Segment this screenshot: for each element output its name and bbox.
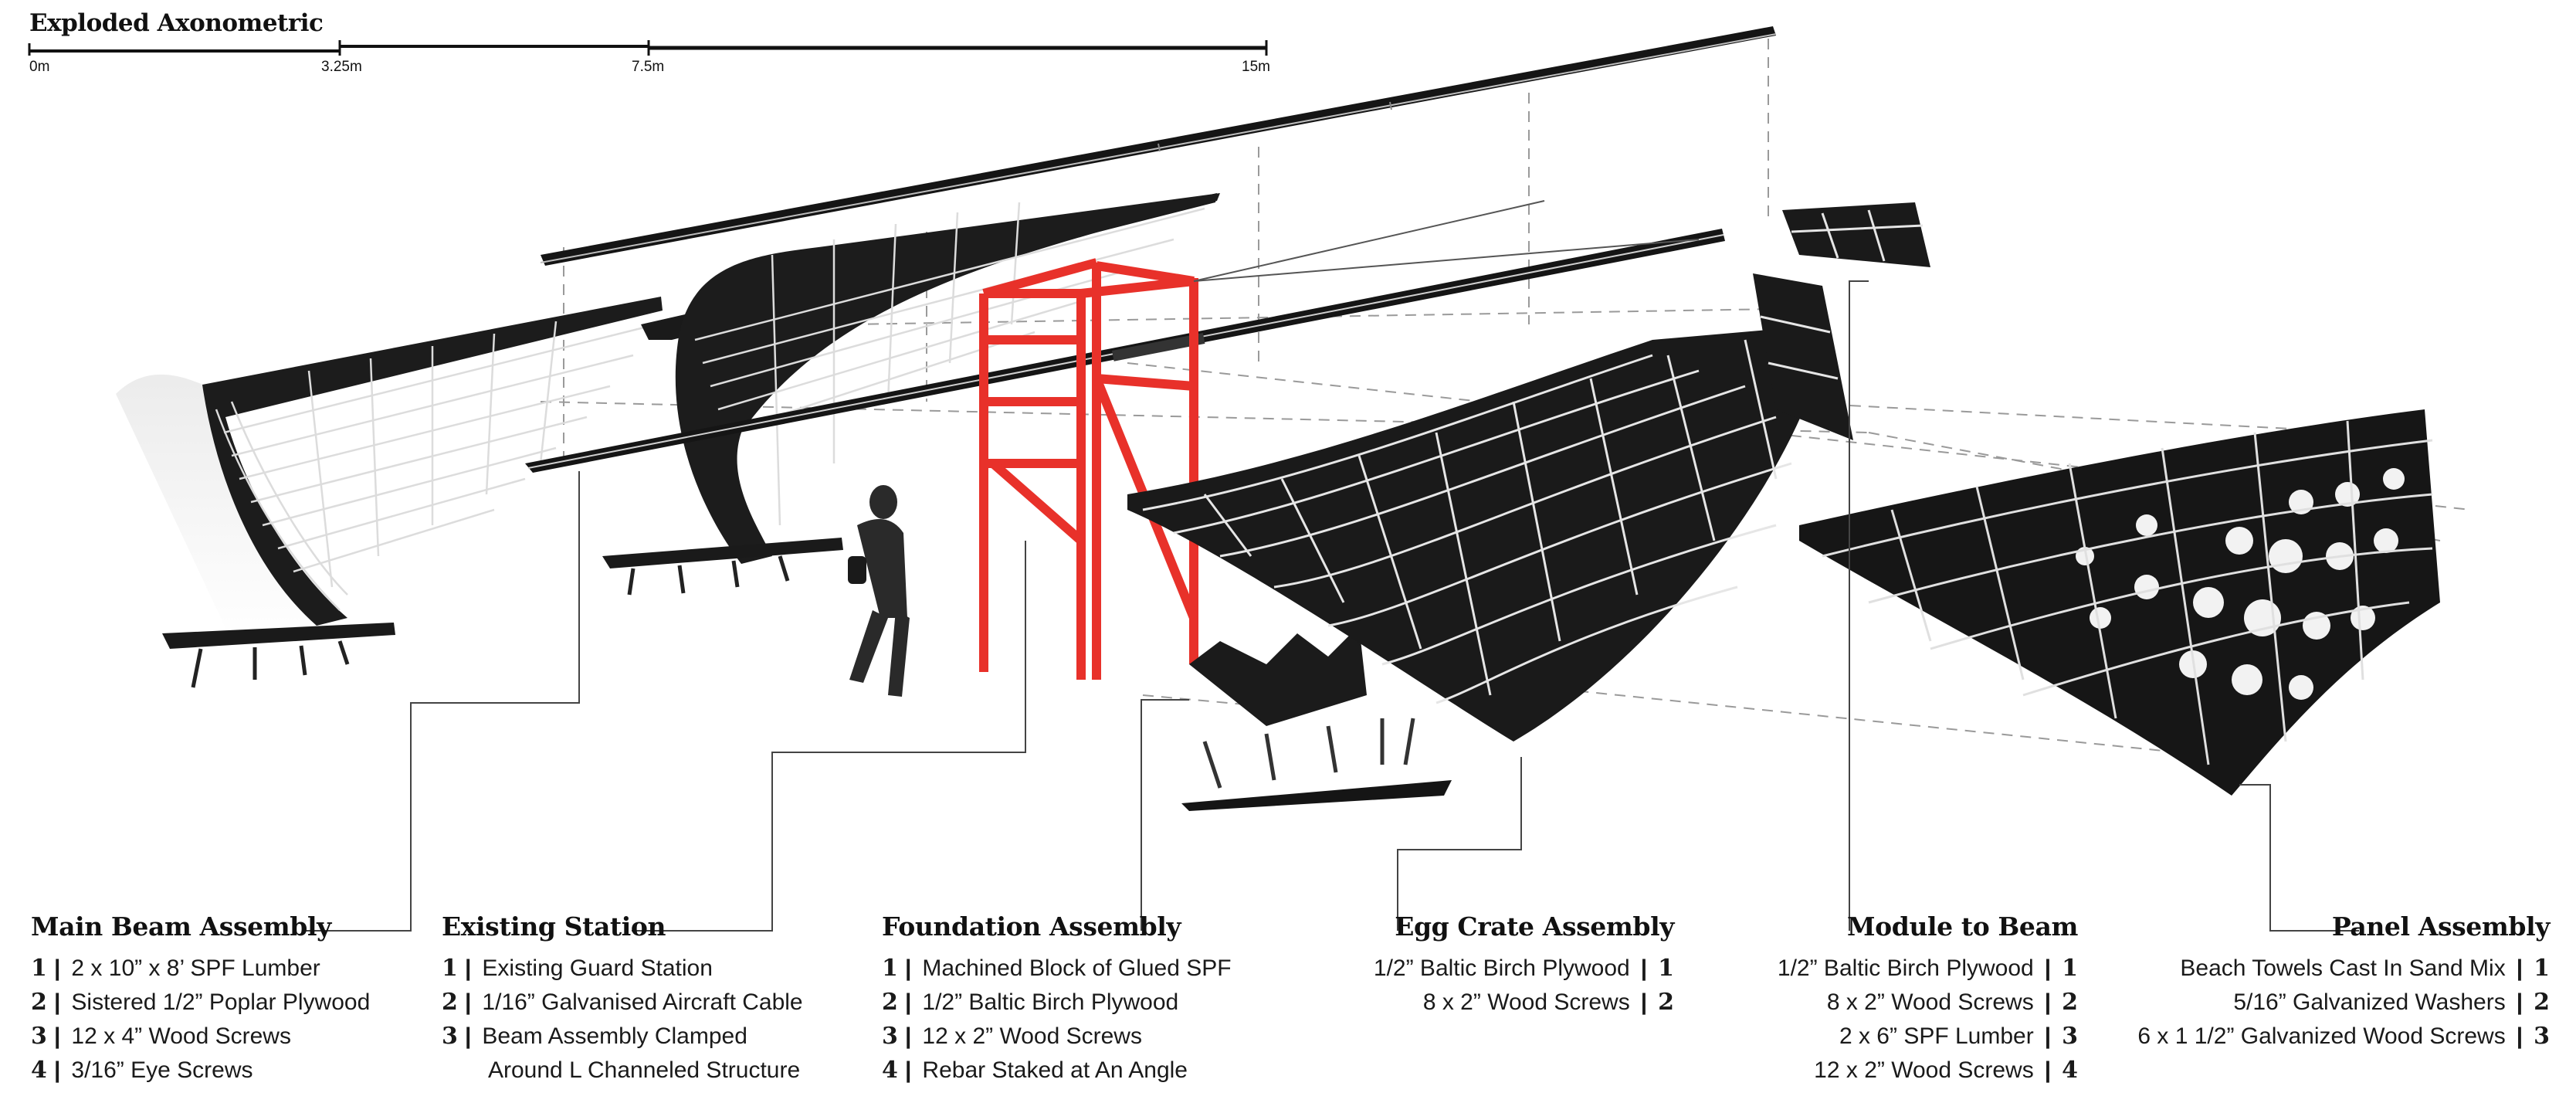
section-list-foundation: 1|Machined Block of Glued SPF 2|1/2” Bal… [882,952,1232,1088]
list-item: 6 x 1 1/2” Galvanized Wood Screws|3 [2137,1023,2550,1050]
main-beam-top [540,26,1777,266]
drawing-title: Exploded Axonometric [29,9,324,37]
list-item: 8 x 2” Wood Screws|2 [1826,989,2078,1016]
main-beam-assembly-left [116,297,663,688]
module-to-beam-assembly [1753,202,1930,440]
list-item: 1/2” Baltic Birch Plywood|1 [1777,955,2078,982]
section-list-main-beam: 1|2 x 10” x 8’ SPF Lumber 2|Sistered 1/2… [31,952,370,1088]
list-item: 1|Existing Guard Station [442,955,713,982]
section-list-egg-crate: 1/2” Baltic Birch Plywood|1 8 x 2” Wood … [1374,952,1674,1020]
list-item: 4|3/16” Eye Screws [31,1057,253,1084]
section-title-panel: Panel Assembly [2331,911,2551,942]
existing-station-structure [979,258,1198,680]
list-item: 2|1/2” Baltic Birch Plywood [882,989,1179,1016]
list-item: 2|1/16” Galvanised Aircraft Cable [442,989,803,1016]
list-item: 3|12 x 4” Wood Screws [31,1023,291,1050]
list-item: 8 x 2” Wood Screws|2 [1422,989,1674,1016]
list-item-continuation: Around L Channeled Structure [488,1057,801,1083]
list-item: Beach Towels Cast In Sand Mix|1 [2180,955,2550,982]
list-item: 1|Machined Block of Glued SPF [882,955,1232,982]
list-item: 2|Sistered 1/2” Poplar Plywood [31,989,371,1016]
list-item: 1|2 x 10” x 8’ SPF Lumber [31,955,320,982]
section-title-egg-crate: Egg Crate Assembly [1395,911,1674,942]
list-item: 12 x 2” Wood Screws|4 [1814,1057,2078,1084]
aircraft-cable [1193,200,1700,282]
list-item: 1/2” Baltic Birch Plywood|1 [1373,955,1674,982]
section-title-foundation: Foundation Assembly [882,911,1181,942]
section-title-module-to-beam: Module to Beam [1847,911,2078,942]
section-list-panel: Beach Towels Cast In Sand Mix|1 5/16” Ga… [2137,952,2550,1054]
human-scale-figure [848,485,910,697]
list-item: 3|12 x 2” Wood Screws [882,1023,1142,1050]
main-beam-lower [525,229,1725,473]
leader-lines [305,280,2359,932]
list-item: 3|Beam Assembly Clamped [442,1023,747,1050]
section-list-module-to-beam: 1/2” Baltic Birch Plywood|1 8 x 2” Wood … [1778,952,2078,1088]
scale-tick-0: 0m [29,59,50,75]
list-item: 2 x 6” SPF Lumber|3 [1839,1023,2078,1050]
section-title-main-beam: Main Beam Assembly [31,911,331,942]
scale-tick-1: 3.25m [321,59,362,75]
list-item: 5/16” Galvanized Washers|2 [2233,989,2550,1016]
section-title-existing-station: Existing Station [442,911,666,942]
panel-assembly [1799,409,2440,796]
foundation-assembly [1181,626,1452,811]
scale-tick-2: 7.5m [632,59,665,75]
egg-crate-assembly [1127,324,1830,742]
scale-bar [28,40,1268,56]
scale-tick-3: 15m [1242,59,1270,75]
section-list-existing-station: 1|Existing Guard Station 2|1/16” Galvani… [442,952,803,1088]
list-item: 4|Rebar Staked at An Angle [882,1057,1188,1084]
